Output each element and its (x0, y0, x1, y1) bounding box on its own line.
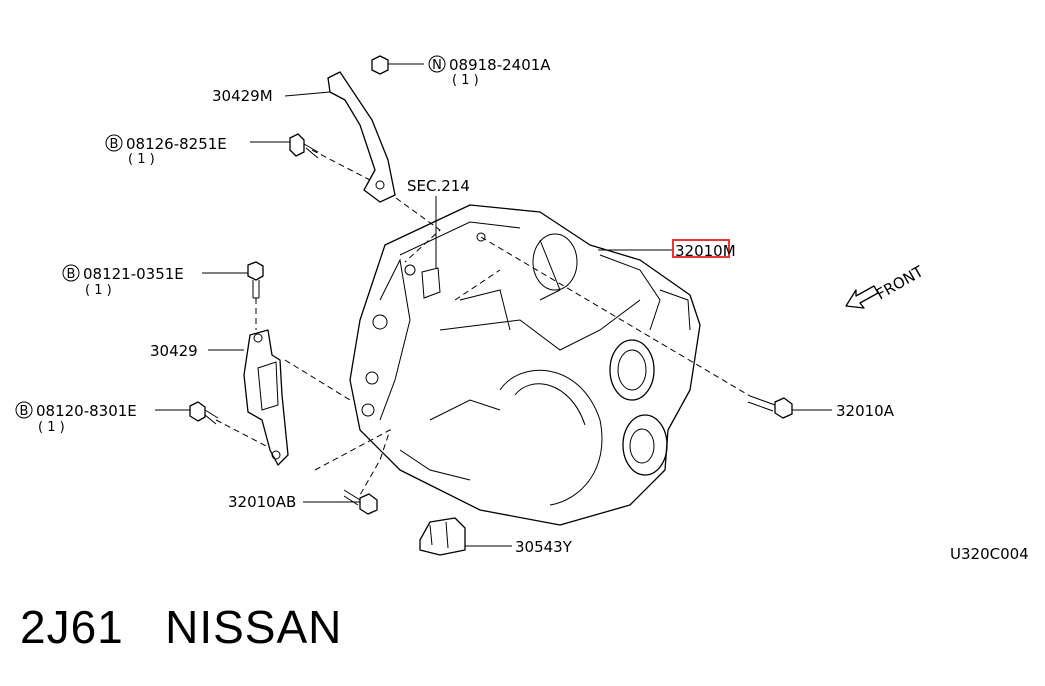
callout-transmission: 32010M (672, 239, 736, 260)
bolt-lower-shape (189, 401, 219, 425)
badge-n-icon (428, 55, 446, 73)
brand-name: NISSAN (165, 601, 343, 653)
badge-b-icon (15, 401, 33, 419)
front-arrow-icon (845, 285, 879, 309)
lower-bracket-shape (243, 329, 289, 466)
callout-bracket-lower: 30429 (150, 342, 198, 360)
callout-bolt-bottom: 32010AB (228, 493, 296, 511)
callout-nut-upper: N 08918-2401A ( 1 ) (428, 55, 551, 88)
bolt-right-shape (747, 395, 793, 419)
part-code: 08126-8251E (126, 135, 227, 153)
part-qty: ( 1 ) (38, 420, 65, 435)
model-code: 2J61 (20, 601, 124, 653)
highlight-box (672, 239, 730, 258)
callout-bolt-lower: B 08120-8301E ( 1 ) (15, 401, 137, 435)
diagram-id: U320C004 (950, 545, 1029, 563)
callout-bolt-right: 32010A (836, 402, 895, 420)
bolt-bottom-shape (343, 489, 378, 515)
front-direction-indicator: FRONT (845, 262, 927, 309)
bolt-upper-shape (289, 133, 319, 159)
callout-section-ref: SEC.214 (407, 177, 470, 195)
callout-bolt-upper: B 08126-8251E ( 1 ) (105, 134, 227, 167)
badge-letter: N (432, 58, 442, 73)
callout-bolt-mid: B 08121-0351E ( 1 ) (62, 264, 184, 298)
part-code: 08918-2401A (449, 56, 551, 74)
badge-letter: B (67, 267, 76, 282)
badge-letter: B (20, 404, 29, 419)
part-qty: ( 1 ) (85, 283, 112, 298)
callout-bracket-upper: 30429M (212, 87, 273, 105)
footer-caption: 2J61 NISSAN (20, 600, 342, 654)
dashed-connections (215, 63, 751, 496)
part-qty: ( 1 ) (452, 73, 479, 88)
part-qty: ( 1 ) (128, 152, 155, 167)
callout-cover: 30543Y (515, 538, 573, 556)
badge-b-icon (105, 134, 123, 152)
badge-b-icon (62, 264, 80, 282)
front-label: FRONT (873, 262, 927, 304)
cover-shape (419, 517, 466, 556)
badge-letter: B (110, 137, 119, 152)
part-code: 08120-8301E (36, 402, 137, 420)
part-code: 08121-0351E (83, 265, 184, 283)
part-code: 32010M (675, 242, 736, 260)
nut-upper-shape (371, 55, 389, 75)
upper-bracket-shape (327, 71, 396, 203)
bolt-mid-shape (247, 261, 264, 299)
transmission-case-drawing (349, 204, 701, 526)
leader-lines (155, 63, 832, 547)
